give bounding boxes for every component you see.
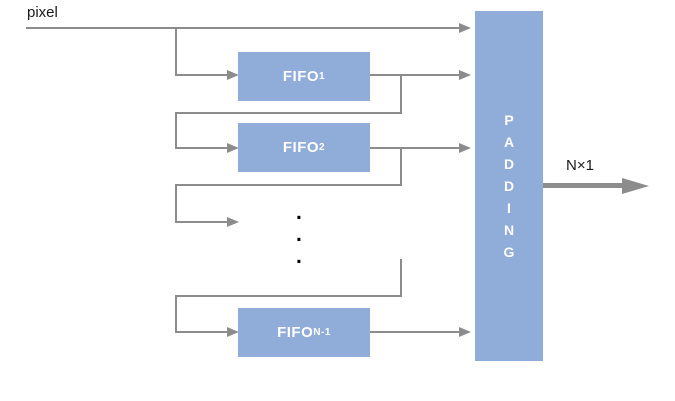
connector-line: [370, 74, 459, 76]
fifo2-label: FIFO: [282, 139, 320, 156]
ellipsis-dot: .: [296, 223, 302, 246]
connector-line: [175, 295, 177, 333]
arrowhead-icon: [459, 70, 471, 80]
connector-line: [175, 221, 227, 223]
arrowhead-icon: [227, 327, 239, 337]
connector-line: [400, 74, 402, 114]
connector-line: [370, 147, 459, 149]
connector-line: [400, 259, 402, 297]
padding-letter: D: [503, 156, 515, 172]
padding-letter: I: [507, 200, 511, 216]
padding-letter: D: [503, 178, 515, 194]
connector-line: [175, 74, 227, 76]
arrowhead-icon: [459, 143, 471, 153]
connector-line: [370, 331, 459, 333]
output-arrowhead-icon: [622, 178, 649, 194]
connector-line: [175, 27, 177, 76]
ellipsis-dot: .: [296, 245, 302, 268]
fifo1-label: FIFO: [282, 68, 320, 85]
arrowhead-icon: [227, 70, 239, 80]
fifo1-subscript: 1: [319, 70, 326, 82]
fifoN-label: FIFO: [277, 324, 314, 341]
arrowhead-icon: [459, 327, 471, 337]
connector-line: [175, 112, 177, 149]
input-label: pixel: [27, 4, 58, 21]
connector-line: [400, 147, 402, 186]
padding-letter: P: [504, 112, 514, 128]
padding-letter: G: [503, 244, 515, 260]
connector-line: [175, 331, 227, 333]
padding-block: P A D D I N G: [475, 11, 543, 361]
pixel-bus-line: [26, 27, 459, 29]
output-arrow-line: [543, 183, 622, 188]
fifoN-subscript: N-1: [313, 326, 331, 338]
connector-line: [175, 295, 402, 297]
ellipsis-dot: .: [296, 201, 302, 224]
connector-line: [175, 184, 177, 223]
padding-letter: A: [503, 134, 515, 150]
padding-letter: N: [503, 222, 515, 238]
connector-line: [175, 147, 227, 149]
output-label: N×1: [566, 157, 594, 174]
connector-line: [175, 112, 402, 114]
arrowhead-icon: [227, 217, 239, 227]
arrowhead-icon: [227, 143, 239, 153]
arrowhead-icon: [459, 23, 471, 33]
fifo2-subscript: 2: [319, 141, 326, 153]
connector-line: [175, 184, 402, 186]
